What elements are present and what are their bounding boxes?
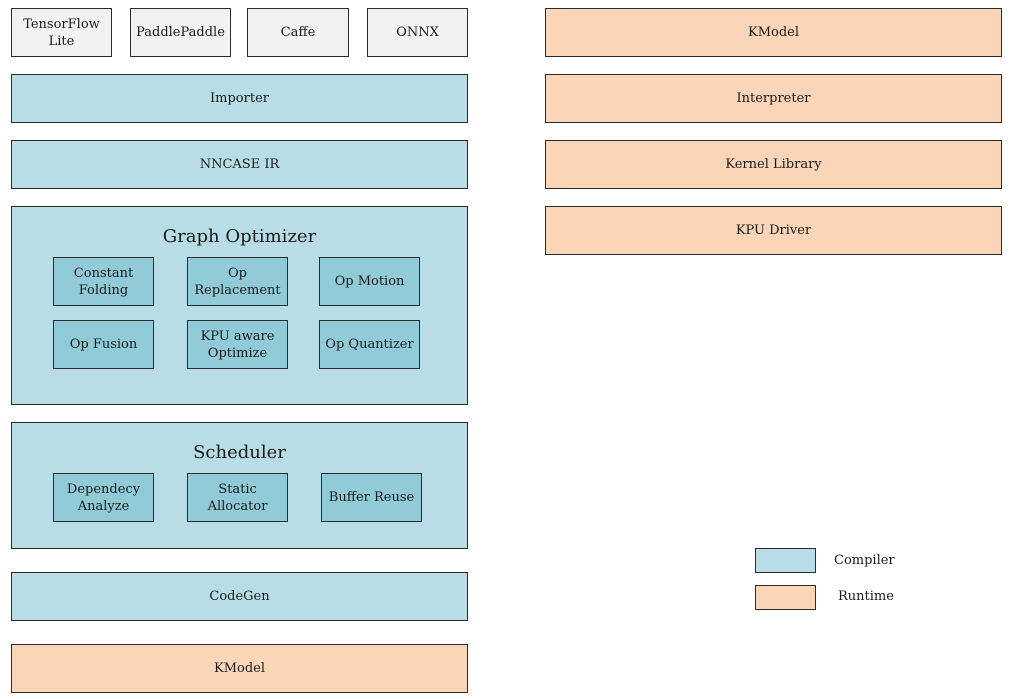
- input-tensorflow-lite: TensorFlow Lite: [11, 8, 112, 57]
- kmodel-output-block: KModel: [11, 644, 468, 693]
- kpu-driver-block: KPU Driver: [545, 206, 1002, 255]
- input-onnx: ONNX: [367, 8, 468, 57]
- input-caffe: Caffe: [247, 8, 349, 57]
- op-motion-block: Op Motion: [319, 257, 420, 306]
- graph-optimizer-title: Graph Optimizer: [162, 226, 317, 247]
- kernel-library-block: Kernel Library: [545, 140, 1002, 189]
- legend-runtime-label: Runtime: [838, 589, 894, 604]
- legend-compiler-swatch: [755, 548, 816, 573]
- buffer-reuse-block: Buffer Reuse: [321, 473, 422, 522]
- legend-compiler-label: Compiler: [834, 553, 895, 568]
- nncase-ir-block: NNCASE IR: [11, 140, 468, 189]
- op-fusion-block: Op Fusion: [53, 320, 154, 369]
- legend-runtime-swatch: [755, 585, 816, 610]
- kpu-aware-optimize-block: KPU aware Optimize: [187, 320, 288, 369]
- runtime-kmodel-block: KModel: [545, 8, 1002, 57]
- interpreter-block: Interpreter: [545, 74, 1002, 123]
- scheduler-group: Scheduler Dependecy Analyze Static Alloc…: [11, 422, 468, 549]
- constant-folding-block: Constant Folding: [53, 257, 154, 306]
- importer-block: Importer: [11, 74, 468, 123]
- scheduler-title: Scheduler: [193, 442, 286, 463]
- codegen-block: CodeGen: [11, 572, 468, 621]
- graph-optimizer-group: Graph Optimizer Constant Folding Op Repl…: [11, 206, 468, 405]
- op-replacement-block: Op Replacement: [187, 257, 288, 306]
- op-quantizer-block: Op Quantizer: [319, 320, 420, 369]
- static-allocator-block: Static Allocator: [187, 473, 288, 522]
- dependency-analyze-block: Dependecy Analyze: [53, 473, 154, 522]
- input-paddlepaddle: PaddlePaddle: [130, 8, 231, 57]
